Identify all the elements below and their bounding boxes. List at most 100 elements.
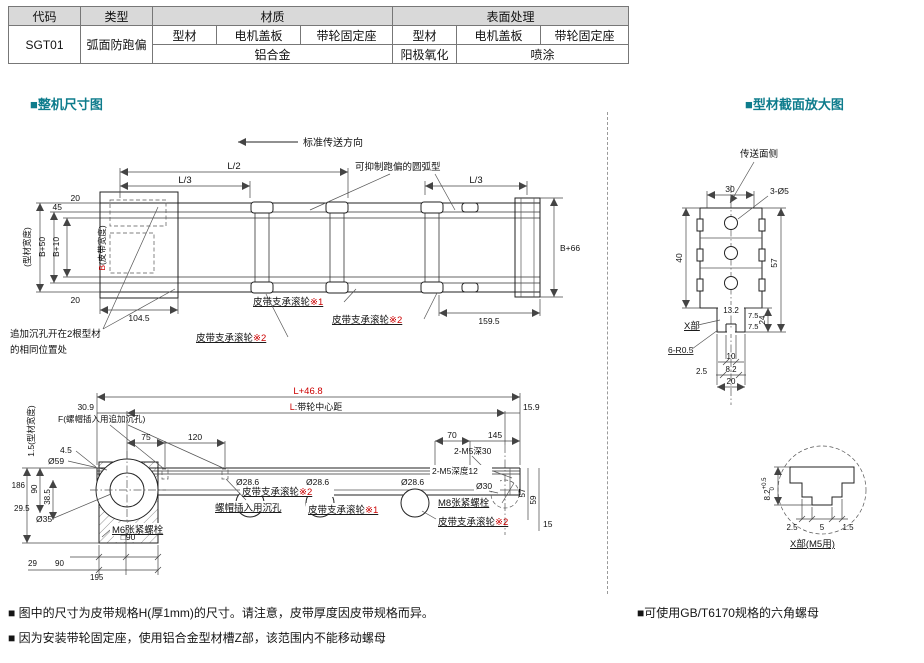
counterbore-note-line1: 追加沉孔开在2根型材: [10, 328, 101, 340]
f-counterbore-dimensions: F(螺帽插入用追加沉孔) 75 120 4.5: [58, 414, 226, 469]
cross-section-title: ■型材截面放大图: [745, 97, 844, 112]
dim-75: 75: [141, 432, 151, 442]
dim-b10: B+10: [51, 237, 61, 257]
roller-stations: [250, 201, 479, 294]
subheader-motor-cover: 电机盖板: [216, 25, 301, 45]
dim-dia28-1: Ø28.6: [236, 477, 259, 487]
dim-20: 20: [727, 377, 736, 386]
dim-30-9: 30.9: [77, 402, 94, 412]
dim-90: 90: [55, 559, 64, 568]
arc-callout: 可抑制跑偏的圆弧型: [309, 161, 456, 211]
belt-roller-label-2: 皮带支承滚轮※2: [332, 314, 402, 326]
length-dimensions: L/2 L/3 L/3: [119, 161, 528, 198]
dim-l-total: L+46.8: [293, 386, 322, 397]
dim-15-9: 15.9: [523, 402, 540, 412]
transport-face-label: 传送面侧: [740, 148, 778, 160]
dim-38-5: 38.5: [43, 489, 52, 505]
dim-40: 40: [674, 253, 684, 263]
dim-195: 195: [90, 573, 104, 582]
dim-4-5: 4.5: [60, 445, 72, 455]
left-dimension-chain: 186 90 38.5 29.5 Ø35 Ø59 1.5(型材宽度): [12, 405, 112, 544]
side-view-drawing: L+46.8 L:带轮中心距 30.9 15.9: [12, 386, 553, 582]
detail-dim-5: 5: [820, 523, 825, 532]
dim-dia59: Ø59: [48, 456, 64, 466]
dim-l3-right: L/3: [469, 175, 482, 186]
spec-table: 代码 类型 材质 表面处理 SGT01 弧面防跑偏 型材 电机盖板 带轮固定座 …: [8, 6, 629, 64]
m8-bolt-label: M8张紧螺栓: [438, 497, 490, 509]
dim-7-5-b: 7.5: [748, 322, 758, 331]
arc-note-label: 可抑制跑偏的圆弧型: [355, 161, 441, 173]
dim-57-side: 57: [518, 488, 527, 497]
cross-section-drawing: 传送面侧 30 3-Ø5: [668, 148, 867, 550]
f-counterbore-label: F(螺帽插入用追加沉孔): [58, 414, 146, 424]
overall-length-dimensions: L+46.8 L:带轮中心距 30.9 15.9: [77, 386, 540, 465]
dim-7-5-a: 7.5: [748, 311, 758, 320]
belt-roller-label-3: 皮带支承滚轮※2: [196, 332, 266, 344]
profile-dimensions: 30 3-Ø5 40 57 13.2 24 7.5 7.5 X部 6-R0.5: [668, 184, 789, 391]
bottom-dimensions: 104.5 159.5: [99, 295, 541, 326]
footnote-hex-nut: ■可使用GB/T6170规格的六角螺母: [637, 606, 819, 620]
counterbore-note-line2: 的相同位置处: [10, 344, 68, 356]
top-view-drawing: 标准传送方向 可抑制跑偏的圆弧型 L/2 L/3 L/3: [10, 136, 580, 356]
subheader-motor-cover-2: 电机盖板: [456, 25, 541, 45]
belt-width-label: B(皮带宽度): [97, 225, 107, 271]
nut-counterbore-label: 螺帽插入用沉孔: [215, 502, 282, 514]
dim-dia35: Ø35: [36, 514, 52, 524]
col-header-material: 材质: [152, 6, 393, 26]
dim-145: 145: [488, 430, 502, 440]
cell-surface-paint: 喷涂: [456, 44, 629, 64]
dim-sq90: □90: [121, 532, 136, 542]
x-part-detail-label: X部(M5用): [790, 538, 835, 550]
cell-surface-anodize: 阳极氧化: [392, 44, 457, 64]
dim-59-side: 59: [529, 495, 538, 504]
detail-dim-1-5: 1.5: [842, 523, 854, 532]
dim-l2: L/2: [227, 161, 240, 172]
footnote-pulley-holder: ■ 因为安装带轮固定座，使用铝合金型材槽Z部，该范围内不能移动螺母: [8, 631, 386, 645]
label-2-m5-depth12: 2-M5深度12: [432, 466, 478, 476]
direction-arrow: 标准传送方向: [238, 136, 363, 149]
dim-8-2: 8.2: [725, 365, 737, 374]
subheader-pulley-holder: 带轮固定座: [300, 25, 393, 45]
dim-159-5: 159.5: [478, 316, 500, 326]
dim-15: 15: [543, 519, 553, 529]
subheader-profile: 型材: [152, 25, 217, 45]
width-dimensions: 20 45 20 (型材宽度) B+50 B+10 B(皮带宽度) B+66: [22, 193, 580, 305]
dim-29-5: 29.5: [14, 504, 30, 513]
m6-bolt-label: M6张紧螺栓: [112, 524, 164, 536]
dim-186: 186: [12, 481, 26, 490]
dim-3-dia5: 3-Ø5: [770, 186, 789, 196]
dim-l-center: L:带轮中心距: [290, 401, 343, 412]
cell-code: SGT01: [8, 25, 81, 64]
direction-label: 标准传送方向: [303, 136, 363, 149]
belt-roller-label-6: 皮带支承滚轮※2: [438, 516, 508, 528]
belt-roller-label-4: 皮带支承滚轮※2: [242, 486, 312, 498]
dim-57: 57: [769, 258, 779, 268]
bottom-callout-labels: 皮带支承滚轮※2 螺帽插入用沉孔 皮带支承滚轮※1 M8张紧螺栓 皮带支承滚轮※…: [101, 478, 515, 538]
dim-30: 30: [725, 184, 735, 194]
profile-outline: [696, 185, 766, 405]
right-end-dimensions: 70 145 2-M5深30 2-M5深度12 Ø30 57 59 15: [430, 430, 553, 531]
col-header-surface: 表面处理: [392, 6, 629, 26]
cell-material-value: 铝合金: [152, 44, 393, 64]
roller-diameter-labels: Ø28.6 Ø28.6 Ø28.6: [234, 477, 430, 487]
detail-dim-2-5: 2.5: [786, 523, 798, 532]
section-divider: [607, 112, 608, 594]
bottom-left-dimensions: 29 90 195: [28, 525, 162, 582]
dim-10: 10: [727, 352, 736, 361]
dim-l3-left: L/3: [178, 175, 191, 186]
dim-45: 45: [53, 202, 63, 212]
dim-dia28-2: Ø28.6: [306, 477, 329, 487]
dim-13-2: 13.2: [723, 306, 739, 315]
dim-20-bottom: 20: [71, 295, 81, 305]
profile-width-side-label: 1.5(型材宽度): [26, 405, 36, 457]
dim-104-5: 104.5: [128, 313, 150, 323]
x-part-label: X部: [684, 320, 700, 332]
footnote-belt-spec: ■ 图中的尺寸为皮带规格H(厚1mm)的尺寸。请注意，皮带厚度因皮带规格而异。: [8, 606, 434, 620]
dim-90-vert: 90: [30, 484, 39, 493]
callout-labels: 追加沉孔开在2根型材 的相同位置处 皮带支承滚轮※1 皮带支承滚轮※2 皮带支承…: [10, 206, 438, 356]
subheader-profile-2: 型材: [392, 25, 457, 45]
belt-roller-label-1: 皮带支承滚轮※1: [253, 296, 323, 308]
col-header-code: 代码: [8, 6, 81, 26]
